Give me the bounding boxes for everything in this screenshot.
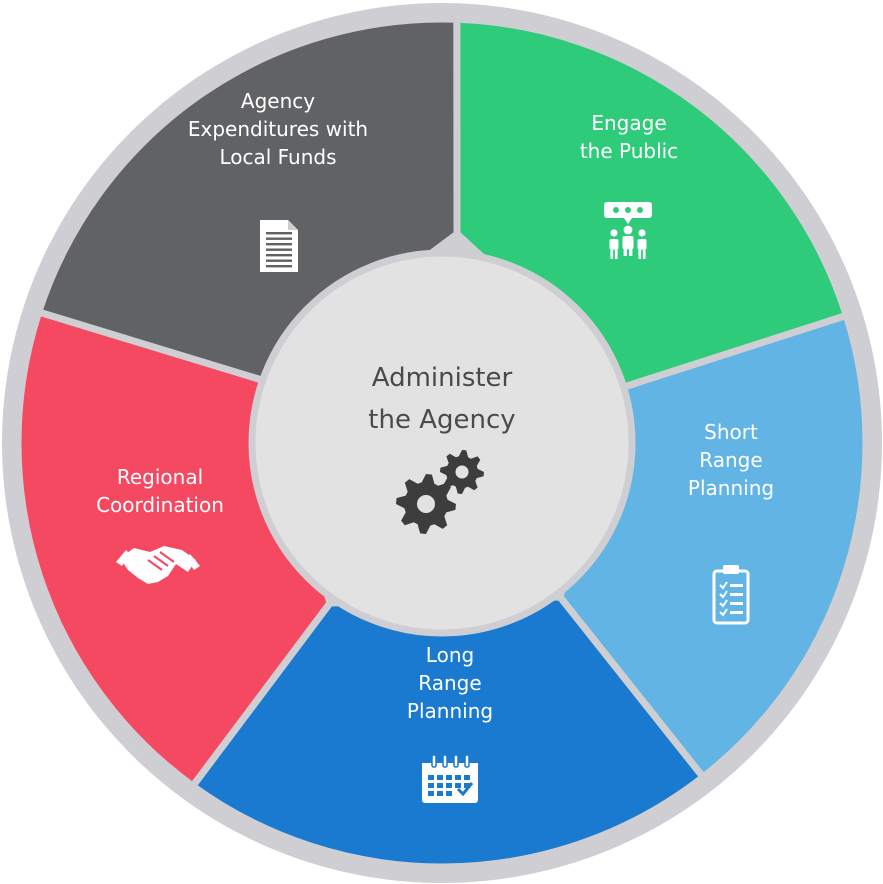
handshake-icon xyxy=(116,546,200,584)
segment-label-line: Regional xyxy=(117,465,203,489)
segment-label-line: Coordination xyxy=(96,493,224,517)
segment-label-line: Planning xyxy=(688,476,774,500)
calendar-icon xyxy=(422,754,478,803)
center-label-line: Administer xyxy=(372,363,513,393)
center-label-line: the Agency xyxy=(368,405,515,435)
segment-label-line: Long xyxy=(426,643,474,667)
segment-label-line: Range xyxy=(418,671,481,695)
segment-label-line: Local Funds xyxy=(219,145,336,169)
center-circle xyxy=(248,249,636,637)
audience-icon xyxy=(604,202,652,259)
segment-label-line: the Public xyxy=(580,139,678,163)
segment-label-line: Agency xyxy=(241,89,315,113)
center-label: Administer the Agency xyxy=(368,363,515,435)
segment-label-line: Range xyxy=(699,448,762,472)
segment-label-line: Engage xyxy=(591,111,666,135)
segment-label-line: Planning xyxy=(407,699,493,723)
segment-label-engage-the-public: Engage the Public xyxy=(580,111,678,163)
segment-long-range-planning xyxy=(187,593,708,871)
segment-label-line: Short xyxy=(704,420,758,444)
clipboard-checklist-icon xyxy=(712,565,750,625)
document-icon xyxy=(260,220,298,272)
gears-icon xyxy=(396,450,484,534)
segment-short-range-planning xyxy=(556,311,870,783)
segment-label-line: Expenditures with xyxy=(188,117,368,141)
